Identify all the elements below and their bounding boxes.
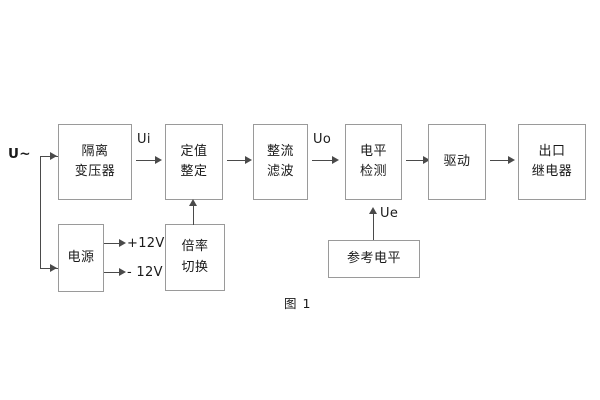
arrowhead-multiplier-to-setting — [189, 199, 197, 206]
setting-adjust-line2: 整定 — [180, 164, 208, 179]
isolation-transformer-line1: 隔离 — [81, 143, 109, 159]
rectify-filter-line1: 整流 — [266, 143, 294, 159]
output-relay-line1: 出口 — [538, 143, 566, 159]
block-reference-level: 参考电平 — [328, 240, 420, 278]
arrowhead-power-positive — [119, 239, 126, 247]
arrowhead-input-to-transformer — [50, 152, 57, 160]
reference-level-line1: 参考电平 — [346, 250, 401, 266]
block-isolation-transformer: 隔离 变压器 — [58, 124, 132, 200]
signal-ue-label: Ue — [380, 206, 399, 221]
arrowhead-transformer-to-setting — [155, 156, 162, 164]
connector-transformer-to-setting — [136, 160, 157, 161]
block-setting-adjust: 定值 整定 — [165, 124, 223, 200]
arrowhead-level-to-drive — [423, 156, 430, 164]
connector-drive-to-relay — [490, 160, 512, 161]
drive-line1: 驱动 — [443, 153, 471, 169]
output-relay-line2: 继电器 — [531, 164, 573, 179]
level-detect-line1: 电平 — [359, 143, 387, 159]
block-multiplier-switch: 倍率 切换 — [165, 224, 225, 291]
input-source-label: U~ — [8, 146, 31, 162]
connector-power-negative — [104, 272, 122, 273]
supply-positive-label: +12V — [127, 236, 165, 251]
arrowhead-setting-to-rectify — [245, 156, 252, 164]
connector-setting-to-rectify — [227, 160, 248, 161]
connector-level-to-drive — [406, 160, 426, 161]
connector-input-branch-vertical — [40, 156, 41, 268]
connector-multiplier-to-setting — [193, 203, 194, 225]
signal-ui-label: Ui — [137, 132, 151, 147]
arrowhead-power-negative — [119, 268, 126, 276]
arrowhead-input-to-power — [50, 264, 57, 272]
power-supply-line1: 电源 — [67, 249, 95, 265]
level-detect-line2: 检测 — [359, 164, 387, 179]
setting-adjust-line1: 定值 — [180, 143, 208, 159]
arrowhead-reference-to-level — [369, 207, 377, 214]
block-power-supply: 电源 — [58, 224, 104, 292]
block-rectify-filter: 整流 滤波 — [253, 124, 308, 200]
rectify-filter-line2: 滤波 — [266, 164, 294, 179]
connector-rectify-to-level — [312, 160, 335, 161]
block-level-detect: 电平 检测 — [345, 124, 402, 200]
connector-power-positive — [104, 243, 122, 244]
isolation-transformer-line2: 变压器 — [74, 164, 116, 179]
figure-caption: 图 1 — [284, 296, 312, 311]
supply-negative-label: - 12V — [127, 265, 163, 280]
arrowhead-drive-to-relay — [508, 156, 515, 164]
multiplier-switch-line1: 倍率 — [181, 239, 209, 255]
arrowhead-rectify-to-level — [332, 156, 339, 164]
multiplier-switch-line2: 切换 — [181, 259, 209, 275]
block-drive: 驱动 — [428, 124, 486, 200]
connector-input-to-power — [40, 268, 58, 269]
block-output-relay: 出口 继电器 — [518, 124, 586, 200]
connector-reference-to-level — [373, 212, 374, 240]
signal-uo-label: Uo — [313, 132, 332, 147]
